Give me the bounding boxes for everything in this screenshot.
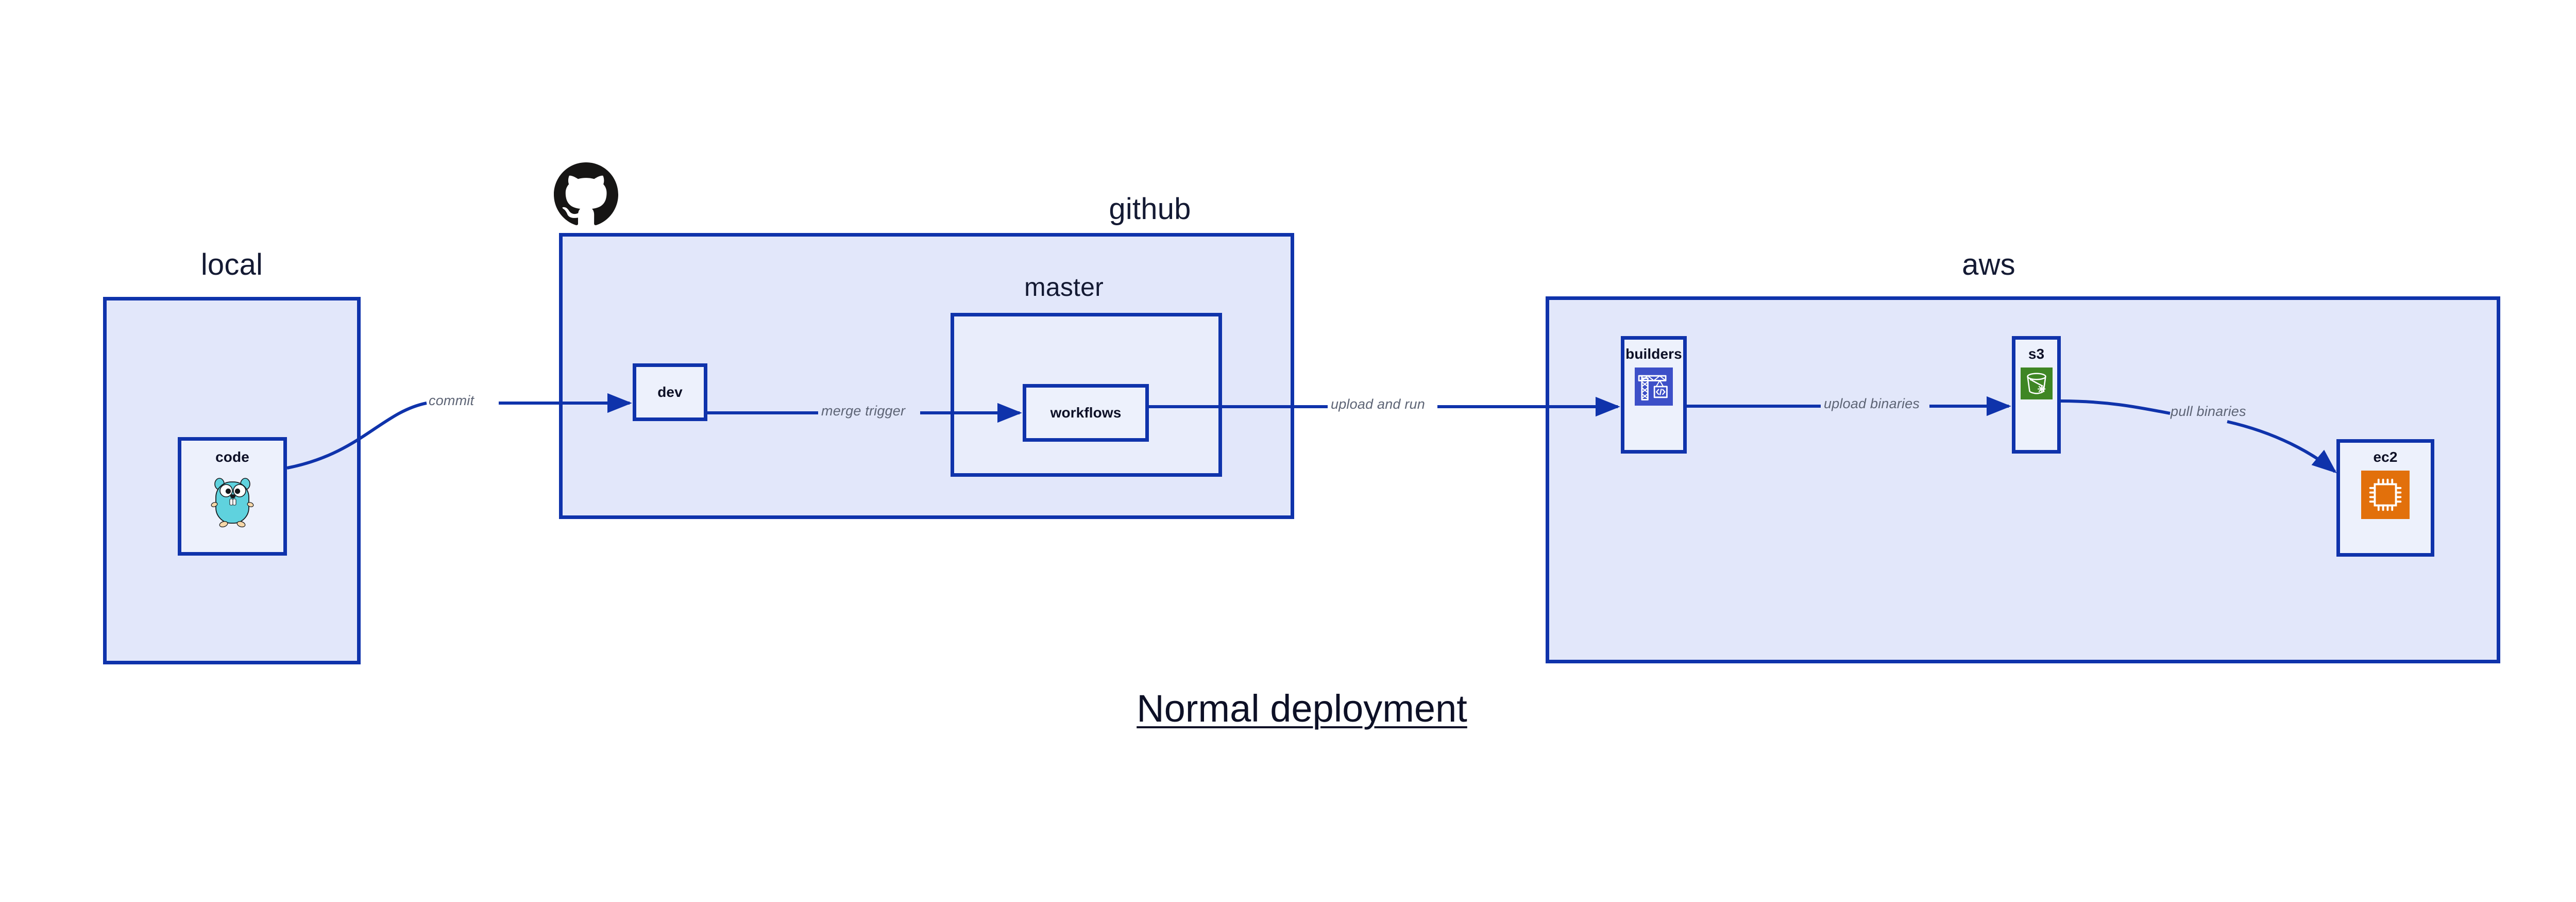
node-code[interactable]: code <box>178 437 287 556</box>
aws-ec2-chip-icon <box>2361 471 2410 522</box>
node-label-ec2: ec2 <box>2373 449 2398 465</box>
node-workflows[interactable]: workflows <box>1023 384 1149 442</box>
edge-label-pull-binaries: pull binaries <box>2171 404 2246 419</box>
go-gopher-icon <box>210 473 255 531</box>
node-dev[interactable]: dev <box>633 363 707 421</box>
edge-label-commit: commit <box>429 393 474 408</box>
aws-s3-glacier-bucket-icon <box>2020 368 2053 402</box>
edge-label-merge-trigger: merge trigger <box>821 403 906 419</box>
diagram-title: Normal deployment <box>1137 687 1467 730</box>
group-label-aws: aws <box>1962 248 2015 281</box>
node-label-s3: s3 <box>2028 346 2045 362</box>
group-label-master: master <box>1024 273 1104 302</box>
node-ec2[interactable]: ec2 <box>2336 439 2434 557</box>
node-s3[interactable]: s3 <box>2012 336 2061 454</box>
github-octocat-logo <box>554 162 618 227</box>
node-label-dev: dev <box>657 384 683 400</box>
edge-label-upload-binaries: upload binaries <box>1824 396 1920 411</box>
group-label-github: github <box>1109 192 1191 226</box>
group-label-local: local <box>200 248 263 281</box>
node-label-code: code <box>215 449 249 465</box>
edge-label-upload-and-run: upload and run <box>1331 396 1425 412</box>
node-builders[interactable]: builders <box>1621 336 1687 454</box>
node-label-workflows: workflows <box>1050 405 1122 421</box>
aws-codebuild-crane-icon <box>1635 368 1673 408</box>
node-label-builders: builders <box>1625 346 1682 362</box>
